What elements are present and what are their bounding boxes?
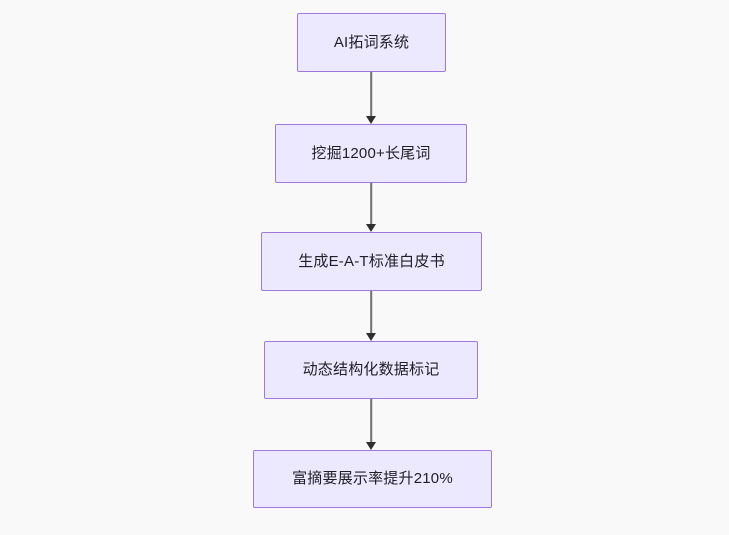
node-label: 富摘要展示率提升210% <box>292 470 453 487</box>
flowchart-node-eat-whitepaper[interactable]: 生成E-A-T标准白皮书 <box>261 232 482 291</box>
node-label: 挖掘1200+长尾词 <box>311 144 431 162</box>
edge-line <box>370 183 372 224</box>
arrowhead-icon <box>366 116 376 124</box>
node-label: AI拓词系统 <box>333 33 410 51</box>
edge-line <box>370 399 372 442</box>
edge-line <box>370 72 372 116</box>
flowchart-node-longtail-keywords[interactable]: 挖掘1200+长尾词 <box>275 124 467 183</box>
arrowhead-icon <box>366 442 376 450</box>
flowchart-node-rich-snippet-result[interactable]: 富摘要展示率提升210% <box>253 450 492 508</box>
edge-line <box>370 291 372 333</box>
flowchart-node-ai-keyword-system[interactable]: AI拓词系统 <box>297 13 446 72</box>
node-label: 动态结构化数据标记 <box>302 361 440 378</box>
arrowhead-icon <box>366 333 376 341</box>
flowchart-node-structured-data-markup[interactable]: 动态结构化数据标记 <box>264 341 478 399</box>
node-label: 生成E-A-T标准白皮书 <box>298 252 445 270</box>
arrowhead-icon <box>366 224 376 232</box>
